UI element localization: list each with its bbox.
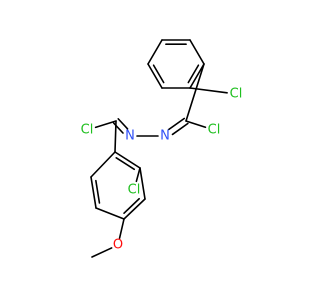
atom-label-n2: N — [125, 129, 135, 144]
bond-b2-cl4 — [135, 167, 141, 183]
bond-layer — [90, 39, 228, 258]
bond-n2-c8-a — [117, 118, 129, 130]
bond-a5-a6 — [189, 63, 205, 89]
bond-b2-b3 — [139, 167, 146, 200]
bond-c7-cl2 — [185, 120, 207, 129]
bond-a6-a1 — [189, 39, 205, 65]
atom-label-cl2: Cl — [208, 123, 221, 138]
bond-b1-b2-inner — [115, 156, 136, 171]
atom-label-cl1: Cl — [230, 87, 243, 102]
bond-b6-b1 — [90, 151, 116, 178]
bond-c7-n1-b — [171, 122, 189, 136]
bond-b3-b4 — [123, 198, 146, 220]
bond-o1-me — [91, 247, 113, 258]
bond-a2-a3 — [147, 39, 163, 65]
atom-label-o1: O — [113, 238, 123, 253]
bond-a3-a4 — [147, 63, 163, 89]
bond-c8-cl3 — [94, 120, 117, 129]
bond-b1-b2 — [114, 151, 141, 169]
bond-b3-b4-inner — [123, 197, 140, 214]
bond-b5-b6-inner — [95, 179, 101, 204]
bond-b4-b5 — [95, 207, 125, 220]
atom-label-cl3: Cl — [81, 123, 94, 138]
bond-b4-o1 — [118, 218, 125, 239]
bond-c7-n1-a — [168, 117, 185, 131]
bond-a6-c7 — [185, 63, 205, 122]
bond-a3-a4-inner — [152, 64, 165, 84]
atom-label-cl4: Cl — [128, 183, 141, 198]
canvas-background — [0, 0, 300, 300]
bond-c8-b1 — [114, 120, 117, 153]
bond-b5-b6 — [90, 176, 97, 209]
atom-label-n1: N — [160, 129, 170, 144]
bond-a5-a6-inner — [187, 64, 200, 84]
